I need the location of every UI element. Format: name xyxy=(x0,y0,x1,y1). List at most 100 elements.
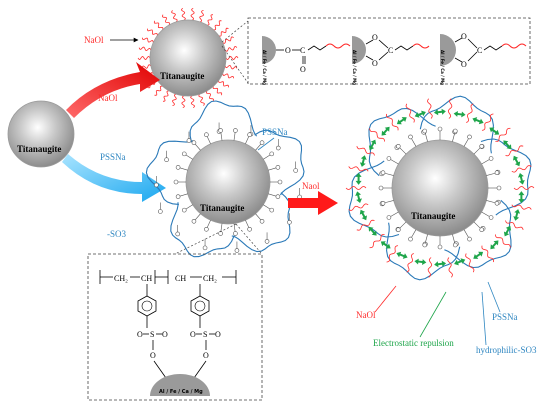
sulfonate-group xyxy=(422,242,428,248)
repulsion-arrow-shape xyxy=(518,191,525,204)
particle-mid-label: Titanaugite xyxy=(200,203,244,213)
repulsion-arrow-shape xyxy=(503,140,512,150)
naol-tail-outer xyxy=(495,234,511,248)
naol-tail xyxy=(147,28,158,36)
sulfonate-group xyxy=(191,140,197,146)
naol-tail xyxy=(141,37,154,43)
repulsion-arrow xyxy=(453,110,466,118)
oxygen-s2-left: O xyxy=(190,330,196,339)
repulsion-arrow-shape xyxy=(472,117,484,125)
naol-bottom-pointer xyxy=(374,285,397,313)
sulfonate-group xyxy=(175,165,181,170)
sulfonate-group xyxy=(204,132,209,137)
repulsion-arrow xyxy=(368,139,377,151)
repulsion-arrow-shape xyxy=(359,155,367,167)
naol-tail-outer xyxy=(427,257,433,278)
naol-tail-outer xyxy=(356,219,375,231)
repulsion-arrow-shape xyxy=(380,241,391,249)
sulfonate-group xyxy=(479,227,485,233)
sulfonate-group xyxy=(247,132,252,137)
repulsion-arrow xyxy=(396,251,408,259)
pssna-chain xyxy=(419,95,494,154)
carbon-2: C xyxy=(388,46,393,55)
naol-tail xyxy=(180,7,186,21)
naol-tail-outer xyxy=(348,166,369,172)
naol-tail xyxy=(206,90,214,102)
pssna-chain xyxy=(145,140,194,205)
naol-tail xyxy=(212,86,223,96)
pssna-coated-particle: Titanaugite xyxy=(145,100,305,258)
naol-tail-outer xyxy=(406,253,414,273)
naol-adsorption-arrow xyxy=(66,62,160,118)
sulfur-2: S xyxy=(203,330,207,339)
sulfonate-group xyxy=(488,156,494,161)
binding-mode-monodentate: Al / Fe / Ca / Mg O C O xyxy=(262,36,351,85)
repulsion-arrow-shape xyxy=(434,260,447,268)
repulsion-arrow-shape xyxy=(359,209,367,221)
naol-tail xyxy=(162,90,170,102)
naol-mid-label: Naol xyxy=(302,181,320,191)
repulsion-arrow xyxy=(490,240,499,250)
oxygen-4: O xyxy=(372,59,378,68)
sulfonate-group xyxy=(181,151,187,157)
repulsion-arrow-shape xyxy=(414,110,426,118)
naol-tail xyxy=(206,14,214,26)
naol-tail xyxy=(162,14,170,26)
zoom-line-left xyxy=(174,223,237,255)
sulfonate-group xyxy=(437,126,443,132)
zoom-line-bottom xyxy=(221,45,249,84)
naol-tail-outer xyxy=(513,186,535,190)
repulsion-arrow xyxy=(396,117,407,125)
oxygen-s1-right: O xyxy=(162,330,168,339)
oxygen-2: O xyxy=(300,65,306,74)
oxygen-s1-left: O xyxy=(137,330,143,339)
sulfonate-group xyxy=(386,215,392,220)
naol-tail-outer xyxy=(511,204,532,210)
naol-tail xyxy=(172,93,177,106)
naol-mid-arrow xyxy=(288,191,338,215)
outer-sulfonate-group xyxy=(202,245,208,251)
repulsion-arrow-shape xyxy=(414,258,427,266)
naol-tail-outer xyxy=(369,234,385,249)
repulsion-arrow-shape xyxy=(355,191,362,204)
repulsion-arrow xyxy=(368,226,377,236)
sulfonate-group xyxy=(494,170,500,176)
sulfonate-group xyxy=(269,151,275,157)
repulsion-arrow xyxy=(518,172,525,185)
naol-tail-outer xyxy=(481,113,494,131)
naol-tail-outer xyxy=(447,257,453,278)
zoom-line-right xyxy=(235,223,263,255)
sulfonate-group xyxy=(488,215,494,220)
carbon-3: C xyxy=(477,46,482,55)
particle-left xyxy=(7,100,75,168)
pssna-chain xyxy=(480,138,532,216)
naol-tail-outer xyxy=(427,98,433,119)
sulfonate-group xyxy=(496,185,502,191)
sulfonate-group xyxy=(259,140,265,146)
repulsion-arrow-shape xyxy=(355,172,362,185)
repulsion-arrow-shape xyxy=(381,126,390,136)
metal-site-1: Al / Fe / Ca / Mg xyxy=(262,50,267,85)
pssna-chain xyxy=(254,129,305,196)
sulfonate-group xyxy=(452,242,458,248)
repulsion-arrow-shape xyxy=(518,172,525,185)
sulfonate-group xyxy=(233,231,238,236)
repulsion-arrow xyxy=(414,258,427,266)
repulsion-arrow-shape xyxy=(368,226,377,236)
repulsion-arrow-shape xyxy=(454,258,466,266)
repulsion-arrow-shape xyxy=(489,127,500,135)
sulfonate-group xyxy=(380,200,386,206)
pssna-arrow-label: PSSNa xyxy=(100,152,126,162)
repulsion-arrow xyxy=(503,140,512,150)
repulsion-arrow-shape xyxy=(513,155,521,167)
ch2-2: CH₂ xyxy=(203,274,217,283)
particle-right xyxy=(391,139,489,237)
sulfonate-group xyxy=(467,236,472,242)
naol-tail xyxy=(190,7,195,21)
naol-tail-outer xyxy=(385,113,399,131)
sulfonate-group xyxy=(275,194,281,199)
naol-top-label: NaOl xyxy=(84,35,104,45)
sulfonate-group xyxy=(191,218,197,224)
